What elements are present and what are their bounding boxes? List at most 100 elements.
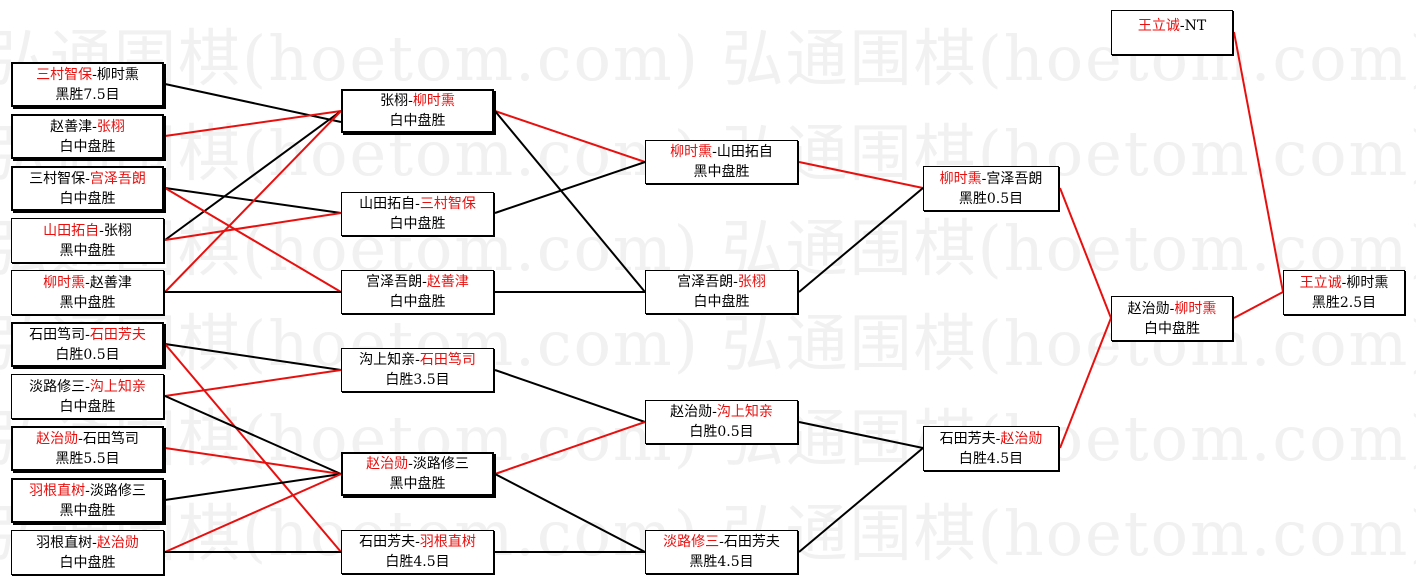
player-name: 羽根直树 [419, 534, 476, 550]
match-result: 白胜0.5目 [689, 424, 754, 440]
match-box[interactable]: 张栩-柳时熏 白中盘胜 [341, 89, 494, 133]
player-name: 赵善津 [426, 274, 469, 290]
match-players: 羽根直树-赵治勋 [36, 533, 139, 553]
match-box[interactable]: 王立诚-NT [1111, 10, 1233, 55]
match-players: 山田拓自-张栩 [43, 221, 132, 241]
player-name: 石田芳夫 [723, 534, 780, 550]
connector-line [164, 83, 342, 123]
separator: - [408, 93, 413, 109]
match-players: 淡路修三-石田芳夫 [663, 532, 780, 552]
separator: - [995, 430, 1001, 447]
player-name: 柳时熏 [670, 144, 713, 160]
player-name: 三村智保 [29, 170, 86, 187]
match-result: 黑中盘胜 [693, 164, 750, 180]
match-box[interactable]: 三村智保-柳时熏 黑胜7.5目 [11, 62, 164, 107]
connector-line [494, 473, 646, 553]
player-name: 王立诚 [1299, 274, 1342, 291]
match-box[interactable]: 山田拓自-三村智保 白中盘胜 [341, 192, 494, 236]
connector-line [494, 161, 646, 214]
player-name: 淡路修三 [663, 534, 720, 550]
match-result: 白胜4.5目 [958, 450, 1024, 467]
match-box[interactable]: 石田芳夫-羽根直树 白胜4.5目 [341, 530, 494, 574]
player-name: 三村智保 [36, 66, 93, 83]
player-name: 三村智保 [419, 196, 476, 212]
match-box[interactable]: 石田笃司-石田芳夫 白胜0.5目 [11, 322, 164, 367]
match-box[interactable]: 柳时熏-宫泽吾朗 黑胜0.5目 [923, 166, 1059, 211]
connector-line [164, 110, 342, 241]
winner-connector-line [164, 447, 342, 475]
winner-connector-line [164, 110, 342, 293]
match-result: 黑胜0.5目 [958, 190, 1024, 207]
separator: - [422, 274, 427, 290]
match-players: 石田芳夫-羽根直树 [359, 532, 476, 552]
match-players: 赵治勋-淡路修三 [366, 454, 469, 474]
match-box[interactable]: 赵治勋-石田笃司 黑胜5.5目 [11, 426, 164, 471]
player-name: 宫泽吾朗 [89, 170, 146, 187]
separator: - [712, 144, 717, 160]
connector-line [164, 343, 342, 371]
separator: - [92, 534, 97, 551]
match-box[interactable]: 柳时熏-赵善津 黑中盘胜 [11, 270, 164, 315]
match-players: 王立诚-NT [1138, 16, 1206, 36]
match-box[interactable]: 赵治勋-淡路修三 黑中盘胜 [341, 452, 494, 496]
match-result: 白胜4.5目 [385, 554, 450, 570]
match-box[interactable]: 三村智保-宫泽吾朗 白中盘胜 [11, 166, 164, 211]
match-result: 黑胜4.5目 [689, 554, 754, 570]
match-box[interactable]: 柳时熏-山田拓自 黑中盘胜 [645, 140, 798, 184]
match-box[interactable]: 赵治勋-沟上知亲 白胜0.5目 [645, 400, 798, 444]
winner-connector-line [798, 161, 924, 189]
separator: - [85, 326, 90, 343]
match-box[interactable]: 宫泽吾朗-张栩 白中盘胜 [645, 270, 798, 314]
match-box[interactable]: 石田芳夫-赵治勋 白胜4.5目 [923, 426, 1059, 471]
match-result: 黑中盘胜 [59, 502, 116, 519]
match-box[interactable]: 沟上知亲-石田笃司 白胜3.5目 [341, 348, 494, 392]
winner-connector-line [494, 110, 646, 163]
winner-connector-line [1059, 187, 1112, 319]
match-box[interactable]: 淡路修三-石田芳夫 黑胜4.5目 [645, 530, 798, 574]
match-result: 白中盘胜 [59, 138, 116, 155]
connector-line [798, 447, 924, 553]
match-box[interactable]: 王立诚-柳时熏 黑胜2.5目 [1283, 270, 1405, 315]
player-name: 柳时熏 [96, 66, 139, 83]
winner-connector-line [164, 473, 342, 553]
match-result: 黑中盘胜 [389, 476, 446, 492]
player-name: 羽根直树 [29, 482, 86, 499]
player-name: 羽根直树 [36, 534, 93, 551]
player-name: 张栩 [103, 222, 132, 239]
separator: - [981, 170, 987, 187]
player-name: 赵善津 [89, 274, 132, 291]
separator: - [92, 118, 97, 135]
player-name: 石田芳夫 [939, 430, 996, 447]
player-name: 张栩 [96, 118, 125, 135]
match-result: 白胜0.5目 [55, 346, 120, 363]
separator: - [1341, 274, 1347, 291]
player-name: 淡路修三 [412, 456, 469, 472]
match-box[interactable]: 赵善津-张栩 白中盘胜 [11, 114, 164, 159]
separator: - [1179, 18, 1185, 34]
match-result: 白中盘胜 [389, 113, 446, 129]
match-box[interactable]: 宫泽吾朗-赵善津 白中盘胜 [341, 270, 494, 314]
match-box[interactable]: 山田拓自-张栩 黑中盘胜 [11, 218, 164, 263]
separator: - [85, 274, 90, 291]
player-name: 沟上知亲 [716, 404, 773, 420]
match-result: 白中盘胜 [693, 294, 750, 310]
player-name: 赵善津 [50, 118, 93, 135]
match-box[interactable]: 淡路修三-沟上知亲 白中盘胜 [11, 374, 164, 419]
match-result: 白中盘胜 [389, 294, 446, 310]
match-box[interactable]: 羽根直树-淡路修三 黑中盘胜 [11, 478, 164, 523]
match-players: 赵善津-张栩 [50, 117, 125, 137]
match-players: 石田芳夫-赵治勋 [940, 429, 1043, 449]
winner-connector-line [1233, 31, 1284, 293]
match-players: 山田拓自-三村智保 [359, 194, 476, 214]
match-box[interactable]: 羽根直树-赵治勋 白中盘胜 [11, 530, 164, 575]
separator: - [85, 378, 90, 395]
separator: - [719, 534, 724, 550]
separator: - [85, 170, 90, 187]
match-players: 柳时熏-宫泽吾朗 [940, 169, 1043, 189]
match-box[interactable]: 赵治勋-柳时熏 白中盘胜 [1111, 296, 1233, 341]
player-name: 沟上知亲 [359, 352, 416, 368]
player-name: 石田芳夫 [89, 326, 146, 343]
separator: - [415, 534, 420, 550]
